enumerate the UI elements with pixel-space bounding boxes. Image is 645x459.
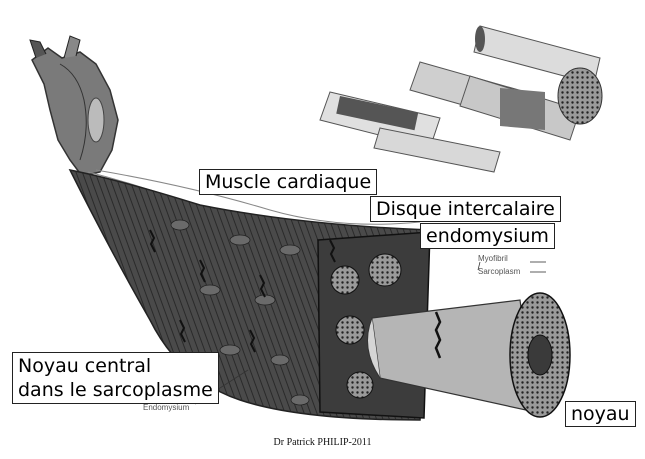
label-endomysium: endomysium [420, 223, 555, 249]
small-label-endomysium: Endomysium [143, 403, 189, 412]
small-label-sarcoplasm: Sarcoplasm [478, 267, 520, 276]
label-noyau-central-line2: dans le sarcoplasme [18, 378, 213, 402]
exploded-fiber-detail [320, 26, 602, 172]
label-disque-intercalaire: Disque intercalaire [370, 196, 561, 222]
label-noyau-central-line1: Noyau central [18, 354, 213, 378]
label-muscle-cardiaque: Muscle cardiaque [199, 169, 377, 195]
heart-drawing [30, 36, 118, 176]
small-label-myofibril: Myofibril [478, 254, 508, 263]
credit-text: Dr Patrick PHILIP-2011 [0, 437, 645, 448]
label-noyau-central: Noyau central dans le sarcoplasme [12, 352, 219, 404]
label-noyau: noyau [565, 401, 636, 427]
